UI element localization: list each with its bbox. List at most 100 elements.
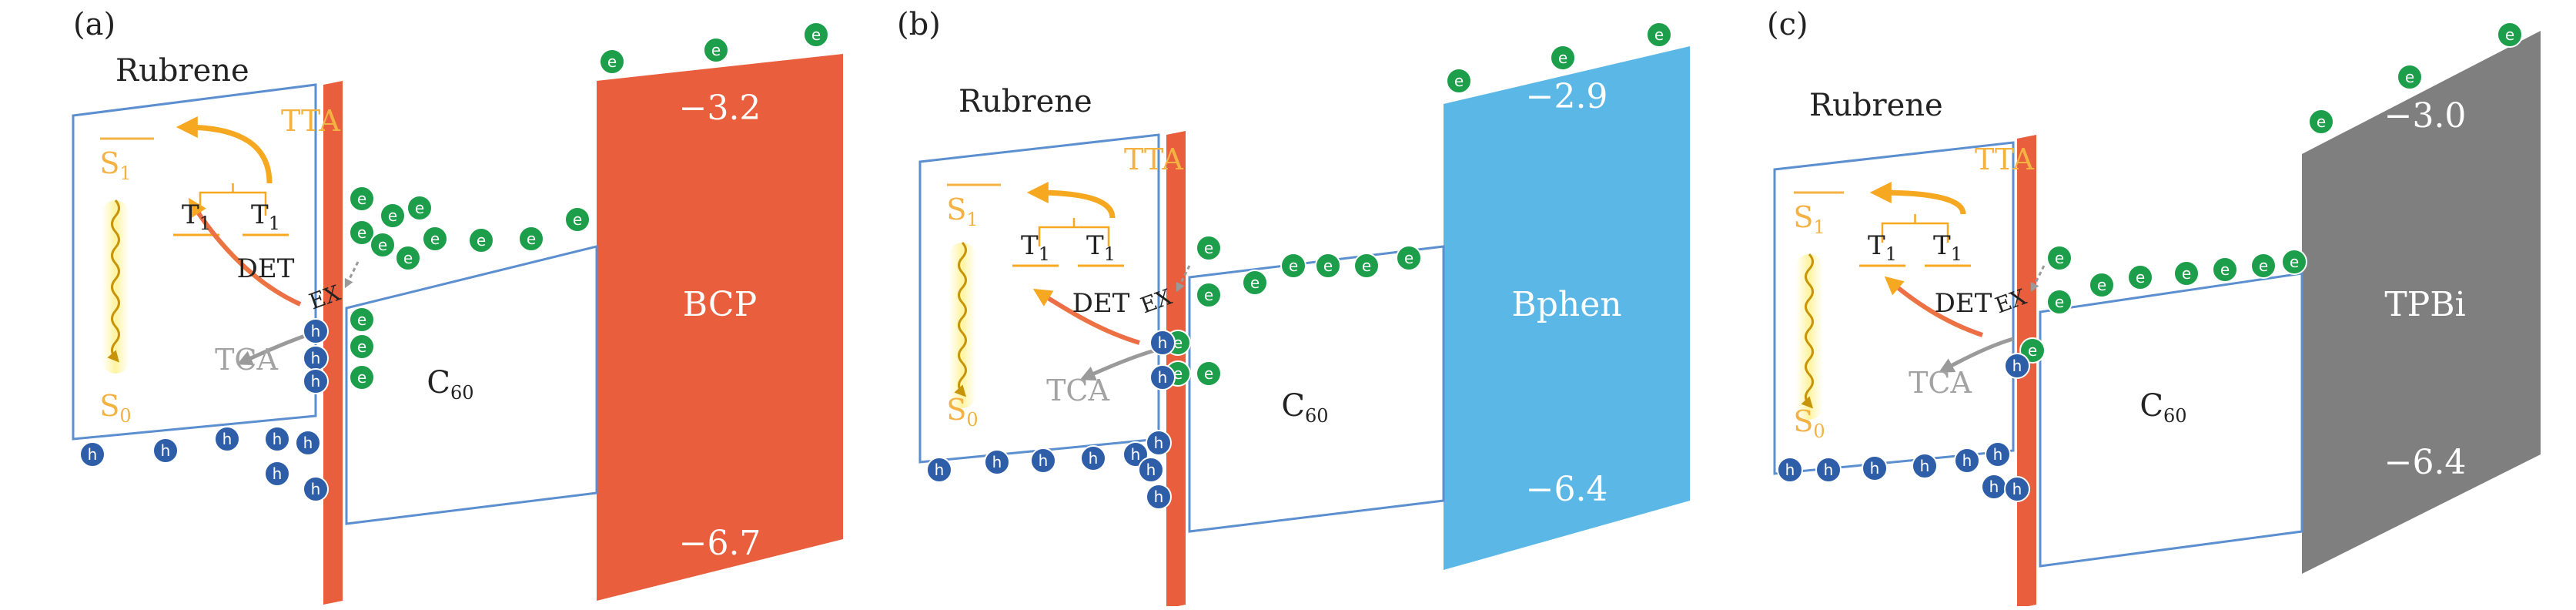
hole-icon: h (1030, 447, 1056, 474)
interface-layer (323, 81, 343, 605)
svg-text:e: e (357, 310, 366, 329)
svg-text:e: e (1289, 256, 1298, 275)
svg-text:e: e (711, 41, 721, 59)
electron-icon: e (349, 220, 375, 246)
svg-text:h: h (1824, 461, 1834, 479)
electron-icon: e (406, 195, 433, 221)
svg-text:e: e (573, 210, 582, 229)
svg-text:e: e (1654, 25, 1664, 44)
svg-text:h: h (273, 464, 283, 483)
det-arrow-icon (1032, 288, 1140, 345)
hole-icon: h (1146, 430, 1172, 456)
electron-icon: e (2250, 253, 2277, 279)
svg-text:h: h (1154, 434, 1164, 452)
hole-icon: h (2004, 476, 2030, 502)
electron-icon: e (349, 364, 375, 390)
svg-text:e: e (2290, 253, 2299, 271)
hole-icon: h (2004, 353, 2030, 379)
hole-icon: h (1149, 330, 1176, 356)
svg-text:h: h (1989, 478, 1999, 496)
svg-text:e: e (1558, 49, 1567, 67)
svg-text:h: h (1158, 368, 1168, 387)
electron-icon: e (1446, 68, 1472, 94)
hole-icon: h (1149, 364, 1176, 390)
svg-text:h: h (1870, 459, 1880, 478)
rubrene-layer (72, 83, 317, 441)
det-label: DET (237, 253, 295, 284)
svg-text:e: e (2028, 341, 2037, 360)
svg-text:e: e (378, 236, 387, 254)
electron-icon: e (422, 226, 448, 252)
emission-glow (1795, 254, 1823, 420)
svg-text:h: h (1993, 445, 2003, 464)
etl-name: TPBi (2384, 285, 2465, 324)
etl-name: Bphen (1511, 285, 1621, 324)
hole-icon: h (214, 426, 240, 452)
hole-icon: h (1862, 455, 1888, 481)
electron-icon: e (1646, 22, 1672, 48)
hole-icon: h (295, 430, 321, 456)
hole-icon: h (303, 476, 329, 502)
tta-arrow-icon (1026, 182, 1116, 219)
tta-bracket (1881, 214, 1949, 243)
electron-icon: e (468, 227, 494, 253)
t1-label-left: T1 (1868, 230, 1897, 265)
electron-icon: e (1280, 253, 1306, 279)
det-label: DET (1072, 288, 1130, 319)
svg-text:h: h (1039, 451, 1049, 470)
svg-text:h: h (1089, 449, 1099, 468)
det-arrow-icon (188, 197, 302, 307)
etl-layer (2302, 31, 2541, 574)
svg-text:e: e (2055, 293, 2064, 311)
tta-label: TTA (1975, 142, 2034, 176)
t1-label-right: T1 (251, 199, 280, 234)
rubrene-label: Rubrene (1809, 88, 1943, 123)
electron-icon: e (349, 307, 375, 333)
etl-homo-value: −6.7 (679, 524, 761, 563)
svg-text:h: h (992, 453, 1002, 471)
etl-name: BCP (683, 285, 757, 324)
svg-text:e: e (430, 230, 440, 248)
tta-arrow-icon (176, 116, 273, 184)
svg-text:e: e (2136, 268, 2145, 287)
electron-icon: e (1353, 253, 1380, 279)
hole-icon: h (1954, 447, 1980, 474)
electron-icon: e (518, 226, 544, 252)
electron-icon: e (2089, 272, 2115, 298)
panel-label: (c) (1767, 7, 1808, 42)
panel-label: (a) (73, 7, 115, 42)
s0-label: S0 (946, 393, 978, 431)
transfer-arrow-icon (344, 261, 360, 289)
electron-icon: e (380, 203, 406, 229)
svg-text:h: h (1131, 445, 1141, 464)
hole-icon: h (303, 345, 329, 371)
c60-label: C60 (2139, 388, 2186, 427)
svg-text:e: e (1454, 72, 1464, 90)
svg-text:e: e (2182, 264, 2191, 283)
svg-text:h: h (2012, 357, 2022, 375)
c60-layer (1188, 245, 1445, 533)
svg-text:e: e (2405, 68, 2414, 86)
hole-icon: h (264, 461, 290, 487)
svg-text:h: h (1785, 461, 1795, 479)
electron-icon: e (1550, 45, 1576, 71)
electron-icon: e (703, 37, 729, 63)
tta-arrow-icon (1869, 182, 1966, 215)
svg-text:e: e (1323, 256, 1333, 275)
svg-text:h: h (1158, 333, 1168, 352)
svg-text:e: e (1204, 239, 1213, 257)
tca-label: TCA (215, 343, 278, 377)
electron-icon: e (2046, 289, 2073, 315)
svg-text:h: h (1920, 457, 1930, 475)
svg-text:e: e (1362, 256, 1371, 275)
tca-arrow-icon (1079, 348, 1156, 381)
tca-arrow-icon (1938, 337, 2014, 373)
hole-icon: h (1080, 445, 1106, 471)
svg-text:e: e (2317, 112, 2326, 131)
hole-icon: h (152, 437, 179, 464)
electron-icon: e (1315, 253, 1341, 279)
svg-text:h: h (303, 434, 313, 452)
electron-icon: e (1196, 282, 1222, 308)
etl-homo-value: −6.4 (2384, 443, 2467, 482)
